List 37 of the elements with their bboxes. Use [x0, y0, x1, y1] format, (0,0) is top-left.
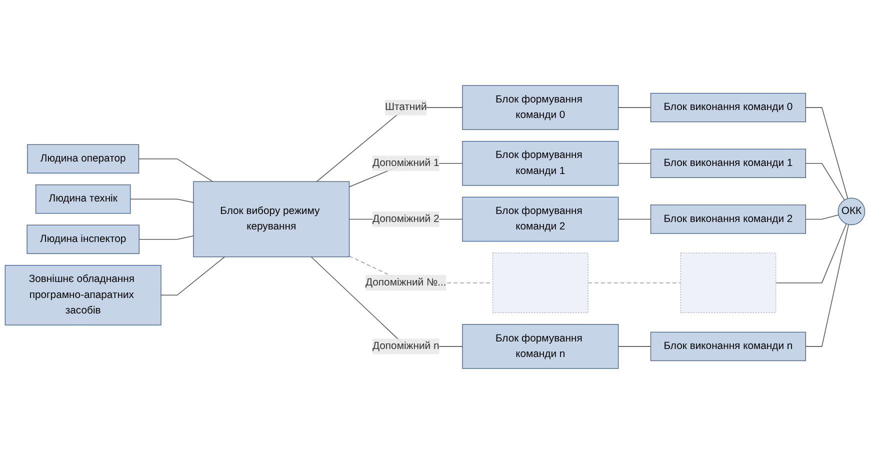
node-box [193, 181, 350, 258]
node-box [4, 264, 162, 326]
edge-label: Допоміжний n [372, 340, 440, 352]
edge-label: Штатний [384, 102, 427, 113]
node-box [680, 252, 776, 314]
node-box [462, 85, 619, 130]
connector [618, 218, 652, 220]
node-circle [838, 198, 866, 226]
node-box [650, 332, 806, 362]
connector [805, 107, 848, 199]
node-box [462, 196, 619, 242]
node-box [27, 144, 140, 174]
node-box [650, 148, 806, 178]
connector [618, 107, 652, 108]
node-box [492, 252, 588, 314]
edge-label: Допоміжний 2 [372, 213, 440, 224]
node-box [650, 204, 806, 234]
edge-label: Допоміжний №... [365, 276, 446, 288]
connector [775, 223, 847, 284]
connector [310, 256, 463, 347]
node-box [462, 324, 619, 369]
connector [316, 107, 463, 182]
connector [138, 235, 194, 240]
connector [130, 198, 194, 203]
node-box [26, 224, 140, 254]
connector [805, 224, 849, 347]
edge-label: Допоміжний 1 [372, 158, 440, 169]
connector [618, 346, 652, 347]
connector [138, 158, 214, 182]
connector [805, 214, 839, 220]
connector [805, 163, 845, 200]
connector [160, 256, 226, 296]
node-box [462, 140, 619, 186]
node-box [35, 184, 131, 214]
connector [588, 282, 681, 284]
connector [618, 163, 652, 164]
node-box [650, 92, 806, 122]
